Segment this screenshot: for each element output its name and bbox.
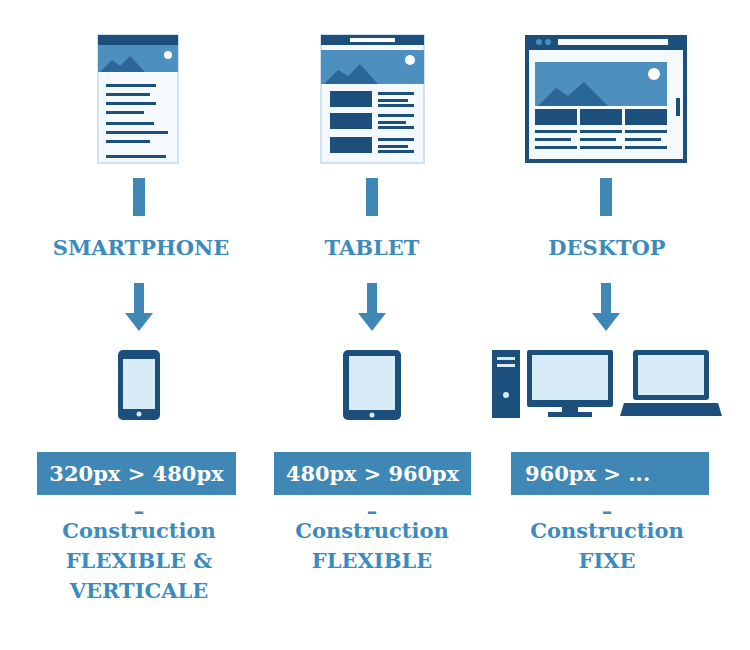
resolution-range: 320px > 480px — [49, 461, 223, 486]
device-label: SMARTPHONE — [31, 233, 251, 263]
device-label: DESKTOP — [507, 233, 707, 263]
tablet-icon — [343, 350, 401, 420]
resolution-range: 960px > ... — [525, 461, 650, 486]
tablet-wireframe — [321, 35, 424, 163]
construction-note: Construction FLEXIBLE & VERTICALE — [37, 516, 242, 606]
phone-wireframe — [98, 35, 178, 163]
resolution-band: 960px > ... — [511, 452, 709, 495]
phone-icon — [118, 350, 160, 420]
resolution-range: 480px > 960px — [286, 461, 459, 486]
desktop-wireframe — [525, 35, 687, 161]
construction-note: Construction FIXE — [505, 516, 710, 576]
resolution-band: 480px > 960px — [274, 452, 471, 495]
device-label: TABLET — [272, 233, 472, 263]
computer-icons — [492, 350, 722, 418]
construction-note: Construction FLEXIBLE — [270, 516, 475, 576]
resolution-band: 320px > 480px — [37, 452, 236, 495]
